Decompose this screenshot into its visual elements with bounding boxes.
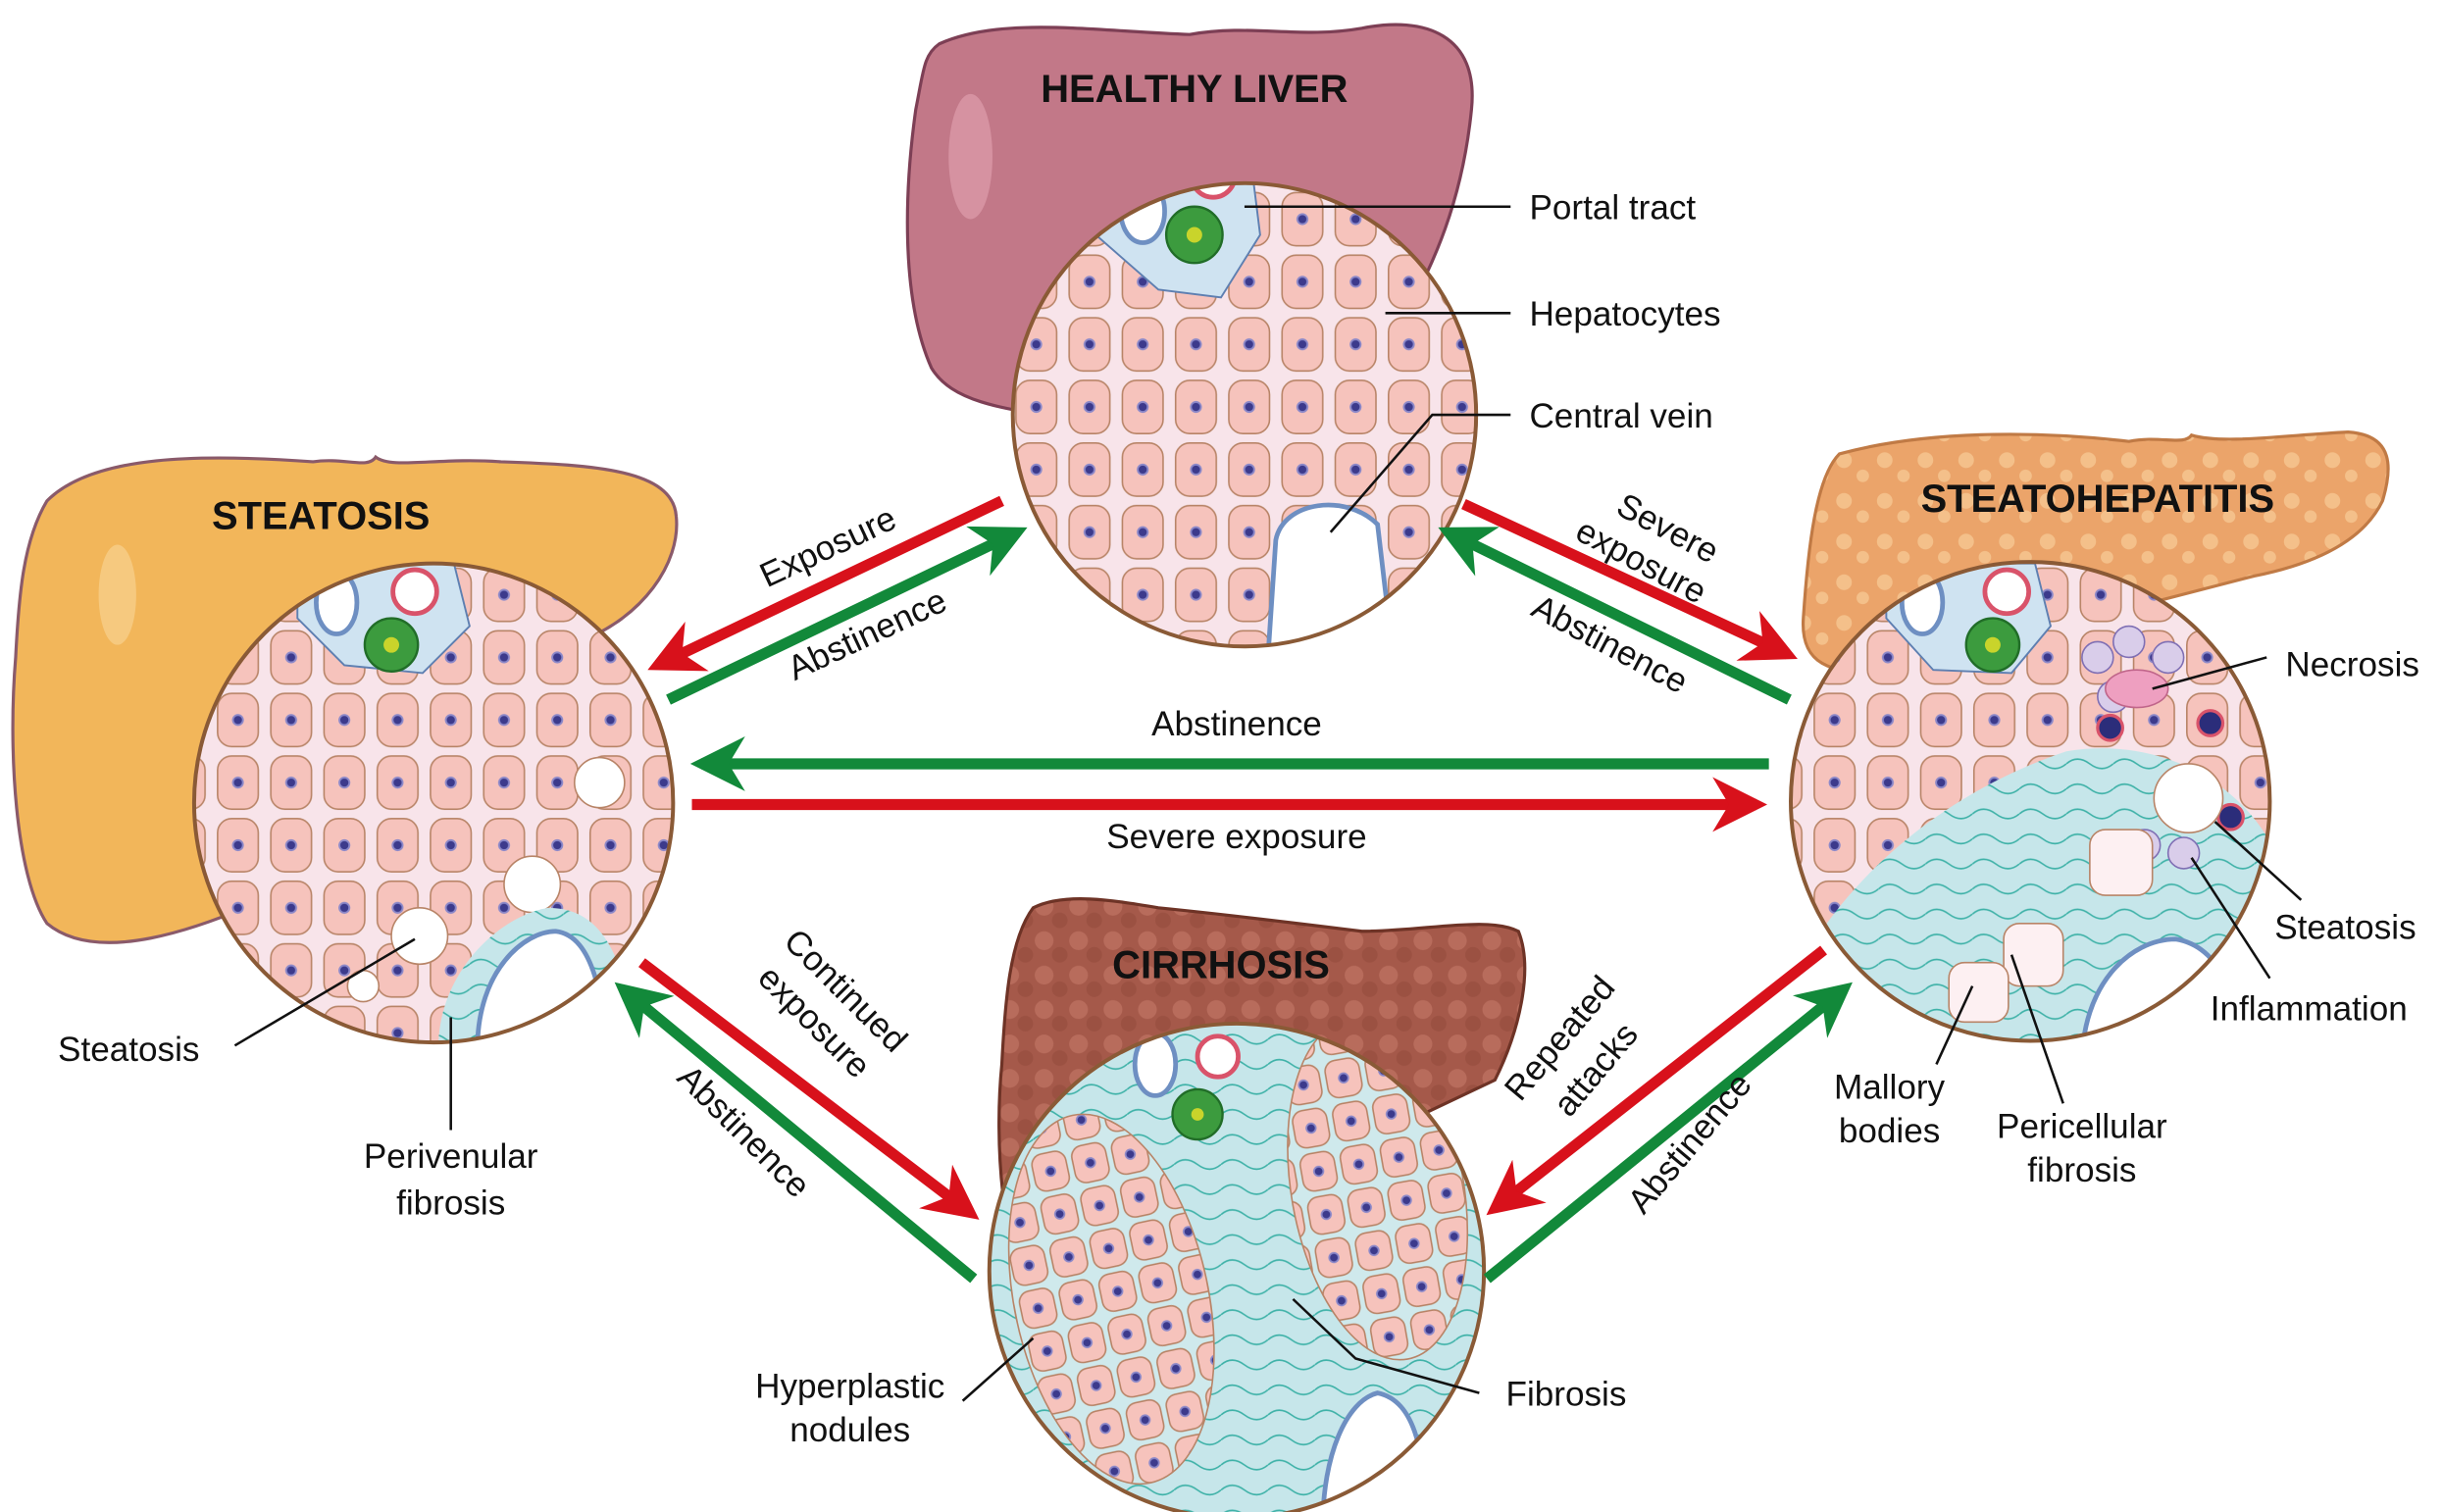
arrow-steatohepatitis-to-healthy: [1438, 527, 1792, 705]
arrow-cirrhosis-to-steatohepatitis: [1483, 982, 1853, 1284]
arrow-healthy-to-steatosis: [647, 495, 1004, 672]
liver-highlight: [948, 93, 992, 220]
arrow-healthy-to-steatohepatitis: [1461, 498, 1798, 661]
necrotic-cell: [2105, 669, 2169, 709]
label-inflammation: Inflammation: [2211, 990, 2408, 1029]
leader-line: [1329, 413, 1511, 533]
fat-droplet: [2153, 763, 2224, 834]
label-pericellular: Pericellular: [1997, 1107, 2167, 1145]
leader-line: [2213, 821, 2303, 901]
label-mallory: Mallory: [1834, 1069, 1946, 1107]
leader-line: [2190, 857, 2271, 980]
arrow-steatohepatitis-to-cirrhosis: [1486, 945, 1827, 1216]
central-vein: [1265, 502, 1397, 647]
steatosis-title: STEATOSIS: [212, 495, 430, 538]
arrow-cirrhosis-to-steatosis: [614, 982, 978, 1284]
label-central-vein: Central vein: [1529, 397, 1712, 435]
label-mallory-bodies: bodies: [1839, 1112, 1940, 1150]
leader-line: [2010, 954, 2064, 1104]
label-severe-exposure-horizontal: Severe exposure: [1106, 818, 1366, 856]
healthy-liver-title: HEALTHY LIVER: [1041, 68, 1348, 111]
steatosis-stage: STEATOSIS Steatosis Perivenular fibrosis: [11, 454, 679, 1223]
liver-highlight: [98, 544, 136, 645]
cirrhosis-title: CIRRHOSIS: [1112, 944, 1330, 987]
label-steatosis-sh: Steatosis: [2274, 909, 2416, 947]
label-perivenular-fibrosis: fibrosis: [396, 1184, 505, 1223]
steatohepatitis-stage: STEATOHEPATITIS: [1789, 429, 2419, 1189]
label-abstinence-horizontal: Abstinence: [1151, 705, 1322, 743]
leader-line: [233, 937, 416, 1047]
label-pericellular-fibrosis: fibrosis: [2027, 1151, 2136, 1189]
label-necrosis: Necrosis: [2285, 646, 2419, 684]
healthy-liver-stage: HEALTHY LIVER Portal tract Hepatocytes C…: [905, 23, 1721, 649]
label-hyperplastic-nodules: nodules: [789, 1411, 910, 1449]
leader-line: [2152, 656, 2267, 690]
leader-line: [1935, 985, 1974, 1065]
label-portal-tract: Portal tract: [1529, 189, 1696, 227]
leader-line: [1292, 1297, 1480, 1394]
label-hepatocytes: Hepatocytes: [1529, 295, 1720, 333]
cirrhosis-stage: CIRRHOSIS Hyperplastic nodules Fibrosis: [755, 897, 1627, 1512]
fat-droplets: [346, 756, 626, 1003]
steatohepatitis-title: STEATOHEPATITIS: [1921, 478, 2275, 521]
leader-line: [961, 1336, 1035, 1402]
hyperplastic-nodule: [1007, 1113, 1215, 1486]
healthy-lobule-micrograph: [1012, 182, 1477, 647]
mallory-body-cell: [2089, 829, 2154, 896]
label-perivenular: Perivenular: [364, 1137, 538, 1176]
label-fibrosis: Fibrosis: [1506, 1375, 1627, 1413]
label-hyperplastic: Hyperplastic: [755, 1367, 944, 1405]
arrow-steatosis-to-cirrhosis: [638, 958, 980, 1220]
cirrhosis-lobule-micrograph: [989, 1023, 1485, 1512]
label-steatosis: Steatosis: [58, 1031, 199, 1069]
arrow-steatosis-to-healthy: [666, 526, 1028, 705]
